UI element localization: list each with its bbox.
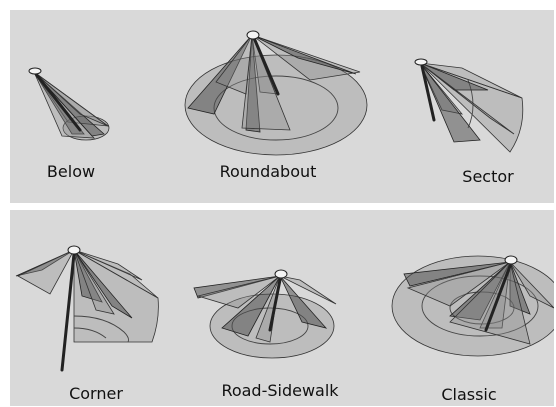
label-roundabout: Roundabout	[219, 162, 317, 181]
bottom-panel: Corner Road-Sidewalk Classic	[10, 210, 554, 406]
label-sector: Sector	[462, 167, 514, 186]
top-panel: Below Roundabout Sector	[10, 10, 554, 203]
label-corner: Corner	[69, 384, 123, 403]
corner-lamp-diagram	[15, 245, 159, 372]
label-classic: Classic	[441, 385, 497, 404]
top-diagrams	[28, 30, 524, 156]
sector-lamp-diagram	[414, 58, 524, 153]
roundabout-lamp-diagram	[184, 30, 368, 156]
classic-lamp-diagram	[391, 255, 554, 357]
below-lamp-diagram	[28, 67, 110, 141]
label-road-sidewalk: Road-Sidewalk	[221, 381, 339, 400]
label-below: Below	[46, 162, 96, 181]
bottom-diagrams	[15, 245, 554, 372]
road-sidewalk-lamp-diagram	[193, 269, 337, 359]
